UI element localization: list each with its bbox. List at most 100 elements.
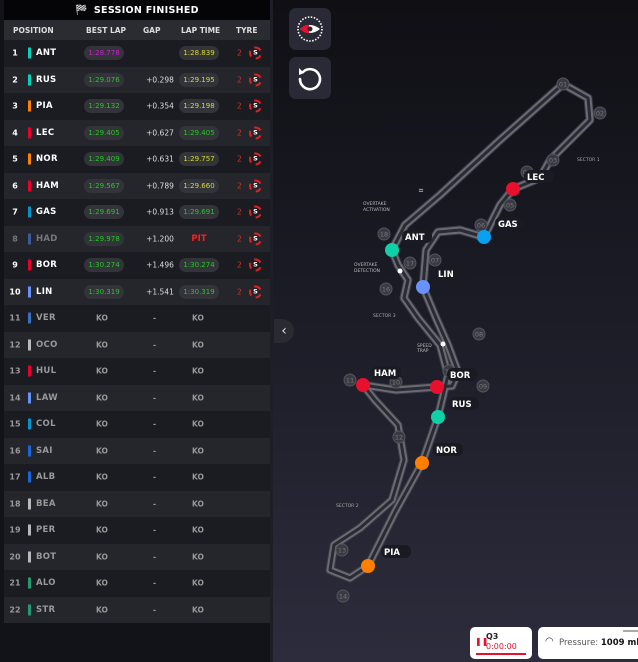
pressure-value: 1009 mb [600, 638, 638, 648]
lap-time: KO [192, 340, 204, 350]
team-color-bar [28, 418, 31, 430]
gap: - [153, 472, 157, 482]
driver-code: PER [36, 525, 56, 536]
car-dot[interactable] [356, 378, 370, 392]
lap-time: 1:30.274 [179, 258, 219, 273]
position: 18 [9, 499, 21, 509]
car-marker-lin[interactable]: LIN [416, 267, 465, 294]
lap-time: KO [192, 525, 204, 535]
corner-number: 18 [380, 231, 388, 239]
position: 16 [9, 446, 21, 456]
tyre-stint: 2 [237, 287, 242, 297]
weather-card[interactable]: ◠ Pressure: 1009 mb [538, 627, 638, 659]
overtake-activation-label: ACTIVATION [363, 207, 390, 213]
reset-view-button[interactable] [289, 57, 331, 99]
car-dot[interactable] [431, 410, 445, 424]
tyre-stint: 2 [237, 207, 242, 217]
view-toggle-button[interactable] [289, 8, 331, 50]
car-marker-gas[interactable]: GAS [477, 217, 525, 244]
tyre-stint: 2 [237, 234, 242, 244]
tyre-stint: 2 [237, 181, 242, 191]
session-name: Q3 [486, 632, 499, 641]
team-color-bar [28, 498, 31, 510]
gap: - [153, 340, 157, 350]
car-dot[interactable] [506, 182, 520, 196]
best-lap: KO [96, 313, 108, 323]
tyre-stint: 2 [237, 101, 242, 111]
corner-number: 05 [506, 202, 514, 210]
driver-code: GAS [36, 207, 57, 218]
car-marker-rus[interactable]: RUS [431, 397, 479, 424]
driver-label-bg [447, 368, 477, 381]
car-marker-bor[interactable]: BOR [430, 368, 477, 394]
car-marker-ant[interactable]: ANT [385, 230, 432, 257]
team-color-bar [28, 471, 31, 483]
car-dot[interactable] [416, 280, 430, 294]
car-marker-ham[interactable]: HAM [356, 366, 401, 392]
drag-handle[interactable] [623, 630, 638, 632]
driver-label: BOR [450, 371, 471, 381]
car-marker-pia[interactable]: PIA [361, 545, 411, 573]
driver-label: LIN [438, 270, 454, 280]
car-dot[interactable] [415, 456, 429, 470]
position: 4 [12, 128, 18, 138]
collapse-panel-button[interactable]: ‹ [274, 319, 294, 343]
driver-code: RUS [36, 74, 57, 85]
car-marker-lec[interactable]: LEC [506, 170, 554, 196]
gap: - [153, 578, 157, 588]
start-finish-icon: ⌗ [419, 186, 424, 195]
track-map: 010203040506070809101112131415161718OVER… [273, 0, 638, 662]
soft-tyre-icon: S [249, 258, 262, 272]
driver-code: HAM [36, 180, 60, 191]
corner-number: 03 [549, 157, 557, 165]
col-best-lap: BEST LAP [86, 26, 127, 35]
position: 11 [9, 313, 21, 323]
gap: +0.913 [146, 207, 174, 217]
car-dot[interactable] [385, 243, 399, 257]
car-dot[interactable] [361, 559, 375, 573]
car-dot[interactable] [430, 380, 444, 394]
gap: - [153, 605, 157, 615]
soft-tyre-icon: S [249, 205, 262, 219]
car-marker-nor[interactable]: NOR [415, 443, 463, 470]
team-color-bar [28, 259, 31, 271]
team-color-bar [28, 47, 31, 59]
best-lap: KO [96, 499, 108, 509]
soft-tyre-icon: S [249, 232, 262, 246]
panel-divider[interactable] [270, 0, 273, 662]
lap-time: KO [192, 313, 204, 323]
position: 17 [9, 472, 21, 482]
car-dot[interactable] [477, 230, 491, 244]
tyre-stint: 2 [237, 128, 242, 138]
driver-code: BOR [36, 260, 58, 271]
position: 6 [12, 181, 18, 191]
gap: - [153, 525, 157, 535]
corner-marker [392, 430, 406, 444]
track-outline [328, 82, 592, 580]
corner-number: 12 [395, 434, 403, 442]
driver-label: RUS [452, 400, 472, 410]
best-lap: KO [96, 419, 108, 429]
